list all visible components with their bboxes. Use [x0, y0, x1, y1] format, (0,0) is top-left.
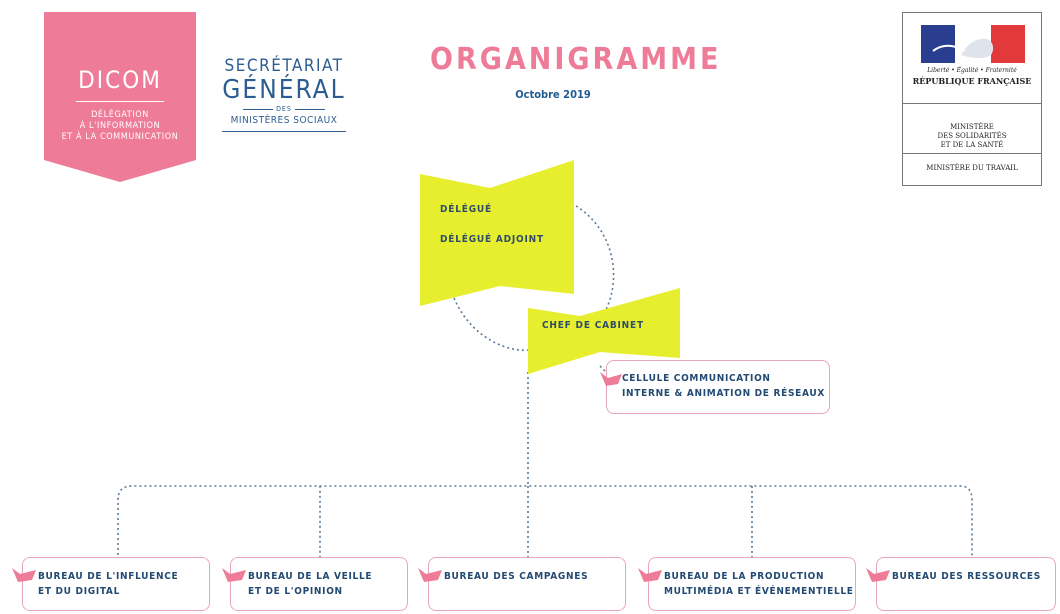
- connector-arc-right: [575, 205, 615, 341]
- bureau-box-ressources: [876, 557, 1056, 611]
- rf-divider: [903, 103, 1041, 104]
- rf-ministry-line: DES SOLIDARITÉS: [937, 132, 1007, 140]
- bureau-label-veille: BUREAU DE LA VEILLE ET DE L'OPINION: [248, 569, 372, 599]
- dicom-divider: [76, 101, 164, 102]
- delegue-label: DÉLÉGUÉ: [440, 204, 492, 215]
- sg-line-3: DES: [222, 104, 346, 114]
- dicom-title: DICOM: [78, 66, 162, 94]
- ribbon-icon: [222, 568, 246, 582]
- bureau-label-influence: BUREAU DE L'INFLUENCE ET DU DIGITAL: [38, 569, 178, 599]
- sg-rule: [243, 108, 274, 110]
- republique-francaise-logo: Liberté • Égalité • Fraternité RÉPUBLIQU…: [902, 12, 1042, 186]
- chef-cabinet-label: CHEF DE CABINET: [542, 320, 644, 331]
- rf-ministry-line: MINISTÈRE: [950, 123, 994, 131]
- marianne-flag-icon: [921, 25, 1025, 63]
- bureau-line: ET DE L'OPINION: [248, 586, 343, 597]
- connector-arc-left: [453, 297, 529, 351]
- bureau-line: BUREAU DES RESSOURCES: [892, 571, 1041, 582]
- dicom-subtitle-line: ET À LA COMMUNICATION: [61, 132, 179, 142]
- dicom-subtitle: DÉLÉGATION À L'INFORMATION ET À LA COMMU…: [54, 110, 186, 143]
- delegue-adjoint-label: DÉLÉGUÉ ADJOINT: [440, 234, 544, 245]
- bureau-line: ET DU DIGITAL: [38, 586, 121, 597]
- cellule-line: CELLULE COMMUNICATION: [622, 373, 771, 384]
- ribbon-icon: [12, 568, 36, 582]
- rf-ministry-1: MINISTÈRE DES SOLIDARITÉS ET DE LA SANTÉ: [903, 123, 1041, 150]
- rf-motto: Liberté • Égalité • Fraternité: [927, 67, 1017, 74]
- sg-line-2: GÉNÉRAL: [222, 75, 346, 105]
- cellule-communication-label: CELLULE COMMUNICATION INTERNE & ANIMATIO…: [622, 371, 825, 401]
- secretariat-general-logo: SECRÉTARIAT GÉNÉRAL DES MINISTÈRES SOCIA…: [222, 56, 346, 132]
- cellule-communication-box: [606, 360, 830, 414]
- ribbon-icon: [866, 568, 890, 582]
- dicom-subtitle-line: À L'INFORMATION: [79, 121, 161, 131]
- dicom-shape: [44, 12, 196, 182]
- page-date: Octobre 2019: [515, 88, 591, 101]
- delegue-flag: [420, 160, 574, 306]
- rf-ministry-line: ET DE LA SANTÉ: [940, 141, 1004, 149]
- connector-bus: [117, 485, 973, 560]
- bureau-label-ressources: BUREAU DES RESSOURCES: [892, 569, 1041, 584]
- bureau-line: BUREAU DE LA VEILLE: [248, 571, 373, 582]
- bureau-line: BUREAU DE LA PRODUCTION: [664, 571, 825, 582]
- rf-divider: [903, 153, 1041, 154]
- sg-des: DES: [276, 105, 292, 113]
- bureau-label-campagnes: BUREAU DES CAMPAGNES: [444, 569, 588, 584]
- page-title: ORGANIGRAMME: [430, 42, 722, 77]
- bureau-box-production: [648, 557, 856, 611]
- bureau-box-influence: [22, 557, 210, 611]
- ribbon-icon: [638, 568, 662, 582]
- bureau-line: MULTIMÉDIA ET ÉVÉNEMENTIELLE: [664, 586, 854, 597]
- sg-line-1: SECRÉTARIAT: [224, 56, 344, 76]
- sg-line-4: MINISTÈRES SOCIAUX: [222, 114, 346, 132]
- rf-ministry-2: MINISTÈRE DU TRAVAIL: [926, 164, 1018, 172]
- dicom-logo: DICOM DÉLÉGATION À L'INFORMATION ET À LA…: [44, 12, 196, 182]
- bureau-line: BUREAU DES CAMPAGNES: [444, 571, 589, 582]
- bureau-box-campagnes: [428, 557, 626, 611]
- sg-rule: [294, 108, 325, 110]
- bureau-box-veille: [230, 557, 408, 611]
- bureau-line: BUREAU DE L'INFLUENCE: [38, 571, 179, 582]
- bureau-label-production: BUREAU DE LA PRODUCTION MULTIMÉDIA ET ÉV…: [664, 569, 854, 599]
- rf-name: RÉPUBLIQUE FRANÇAISE: [912, 76, 1032, 86]
- ribbon-icon: [418, 568, 442, 582]
- ribbon-icon: [600, 372, 622, 386]
- cellule-line: INTERNE & ANIMATION DE RÉSEAUX: [622, 388, 825, 399]
- chef-cabinet-flag: [528, 288, 680, 374]
- dicom-subtitle-line: DÉLÉGATION: [91, 110, 149, 120]
